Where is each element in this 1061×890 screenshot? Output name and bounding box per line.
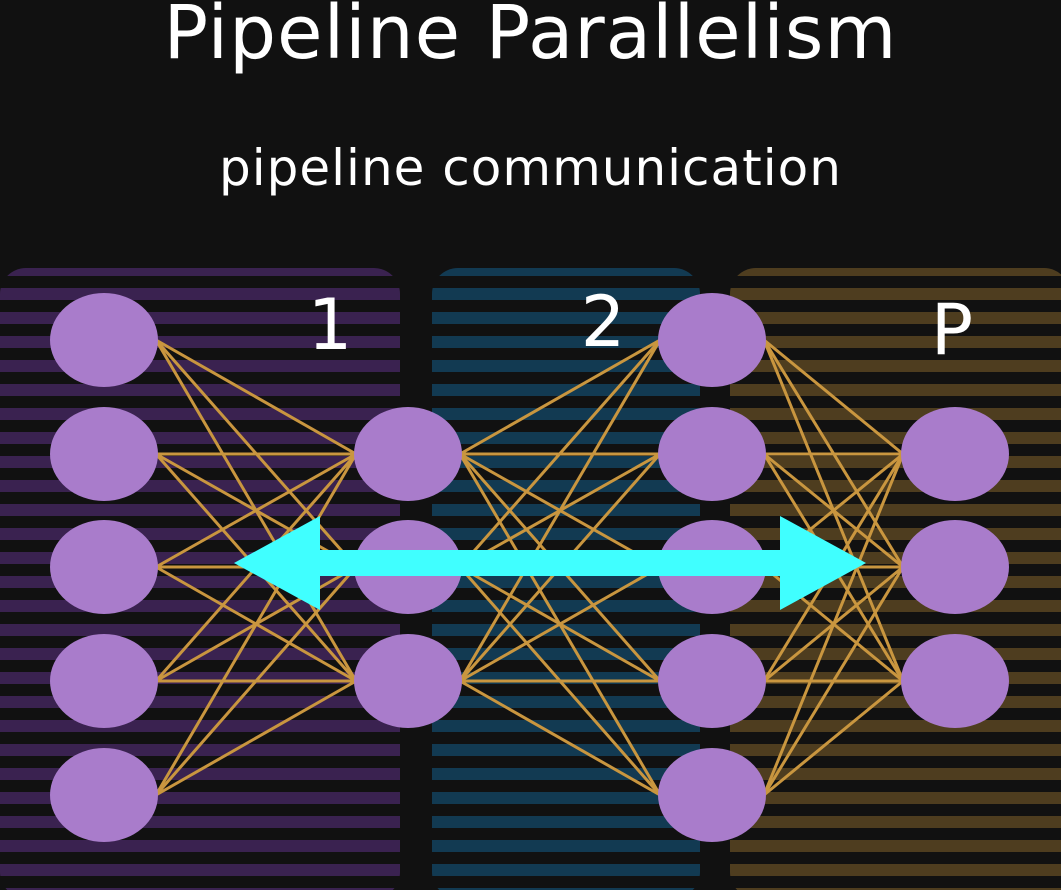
network-edge: [762, 453, 905, 796]
network-edge: [459, 565, 661, 683]
network-edge: [763, 679, 904, 797]
neuron-node: [658, 634, 766, 728]
stage-label-2: 2: [581, 281, 626, 363]
arrow-head-left: [234, 516, 320, 610]
network-edge: [155, 679, 357, 797]
communication-arrow: [234, 516, 866, 610]
diagram-title: Pipeline Parallelism: [163, 0, 898, 76]
neuron-node: [50, 634, 158, 728]
neuron-node: [50, 520, 158, 614]
neuron-node: [354, 634, 462, 728]
neuron-node: [901, 634, 1009, 728]
network-edge: [762, 566, 905, 796]
network-edge: [458, 339, 662, 682]
neuron-node: [50, 748, 158, 842]
stage-panel-2: [432, 268, 700, 890]
stage-label-p: P: [931, 289, 973, 371]
arrow-head-right: [780, 516, 866, 610]
arrow-shaft: [300, 550, 800, 576]
network-edge: [459, 338, 661, 456]
network-nodes: [50, 293, 1009, 842]
network-edge: [154, 566, 358, 796]
neuron-node: [50, 293, 158, 387]
stage-label-1: 1: [308, 284, 353, 366]
network-edge: [763, 338, 904, 456]
network-edges: [154, 338, 905, 797]
neuron-node: [658, 293, 766, 387]
neuron-node: [354, 407, 462, 501]
diagram-subtitle: pipeline communication: [219, 139, 842, 197]
neuron-node: [901, 407, 1009, 501]
neuron-node: [658, 407, 766, 501]
neuron-node: [658, 748, 766, 842]
network-edge: [459, 679, 661, 797]
neuron-node: [50, 407, 158, 501]
network-edge: [155, 338, 357, 456]
neuron-node: [901, 520, 1009, 614]
network-edge: [155, 452, 357, 569]
network-edge: [458, 339, 662, 568]
network-edge: [154, 453, 358, 796]
